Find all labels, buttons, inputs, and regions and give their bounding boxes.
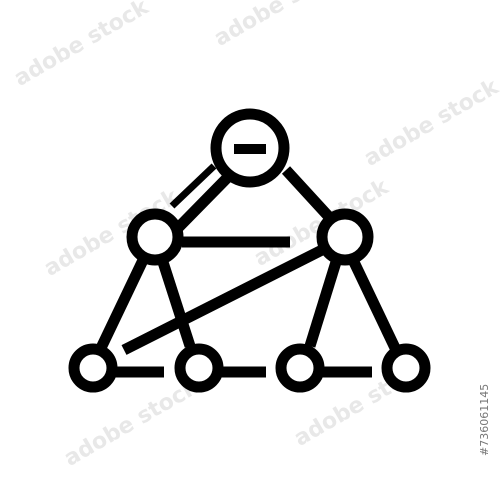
minus-icon <box>234 144 266 154</box>
edge-line <box>169 163 217 209</box>
edge-line <box>121 245 325 355</box>
leaf-node <box>174 343 224 393</box>
leaf-node <box>275 343 325 393</box>
leaf-node <box>381 343 431 393</box>
edge-line <box>172 172 233 234</box>
edge-line <box>281 166 335 222</box>
mid-node-left <box>126 208 184 266</box>
edge-line <box>304 260 342 348</box>
leaf-node <box>68 343 118 393</box>
mid-node-right <box>316 208 374 266</box>
edge-line <box>349 259 401 353</box>
edge-line <box>156 257 196 348</box>
edge-line <box>96 255 149 351</box>
